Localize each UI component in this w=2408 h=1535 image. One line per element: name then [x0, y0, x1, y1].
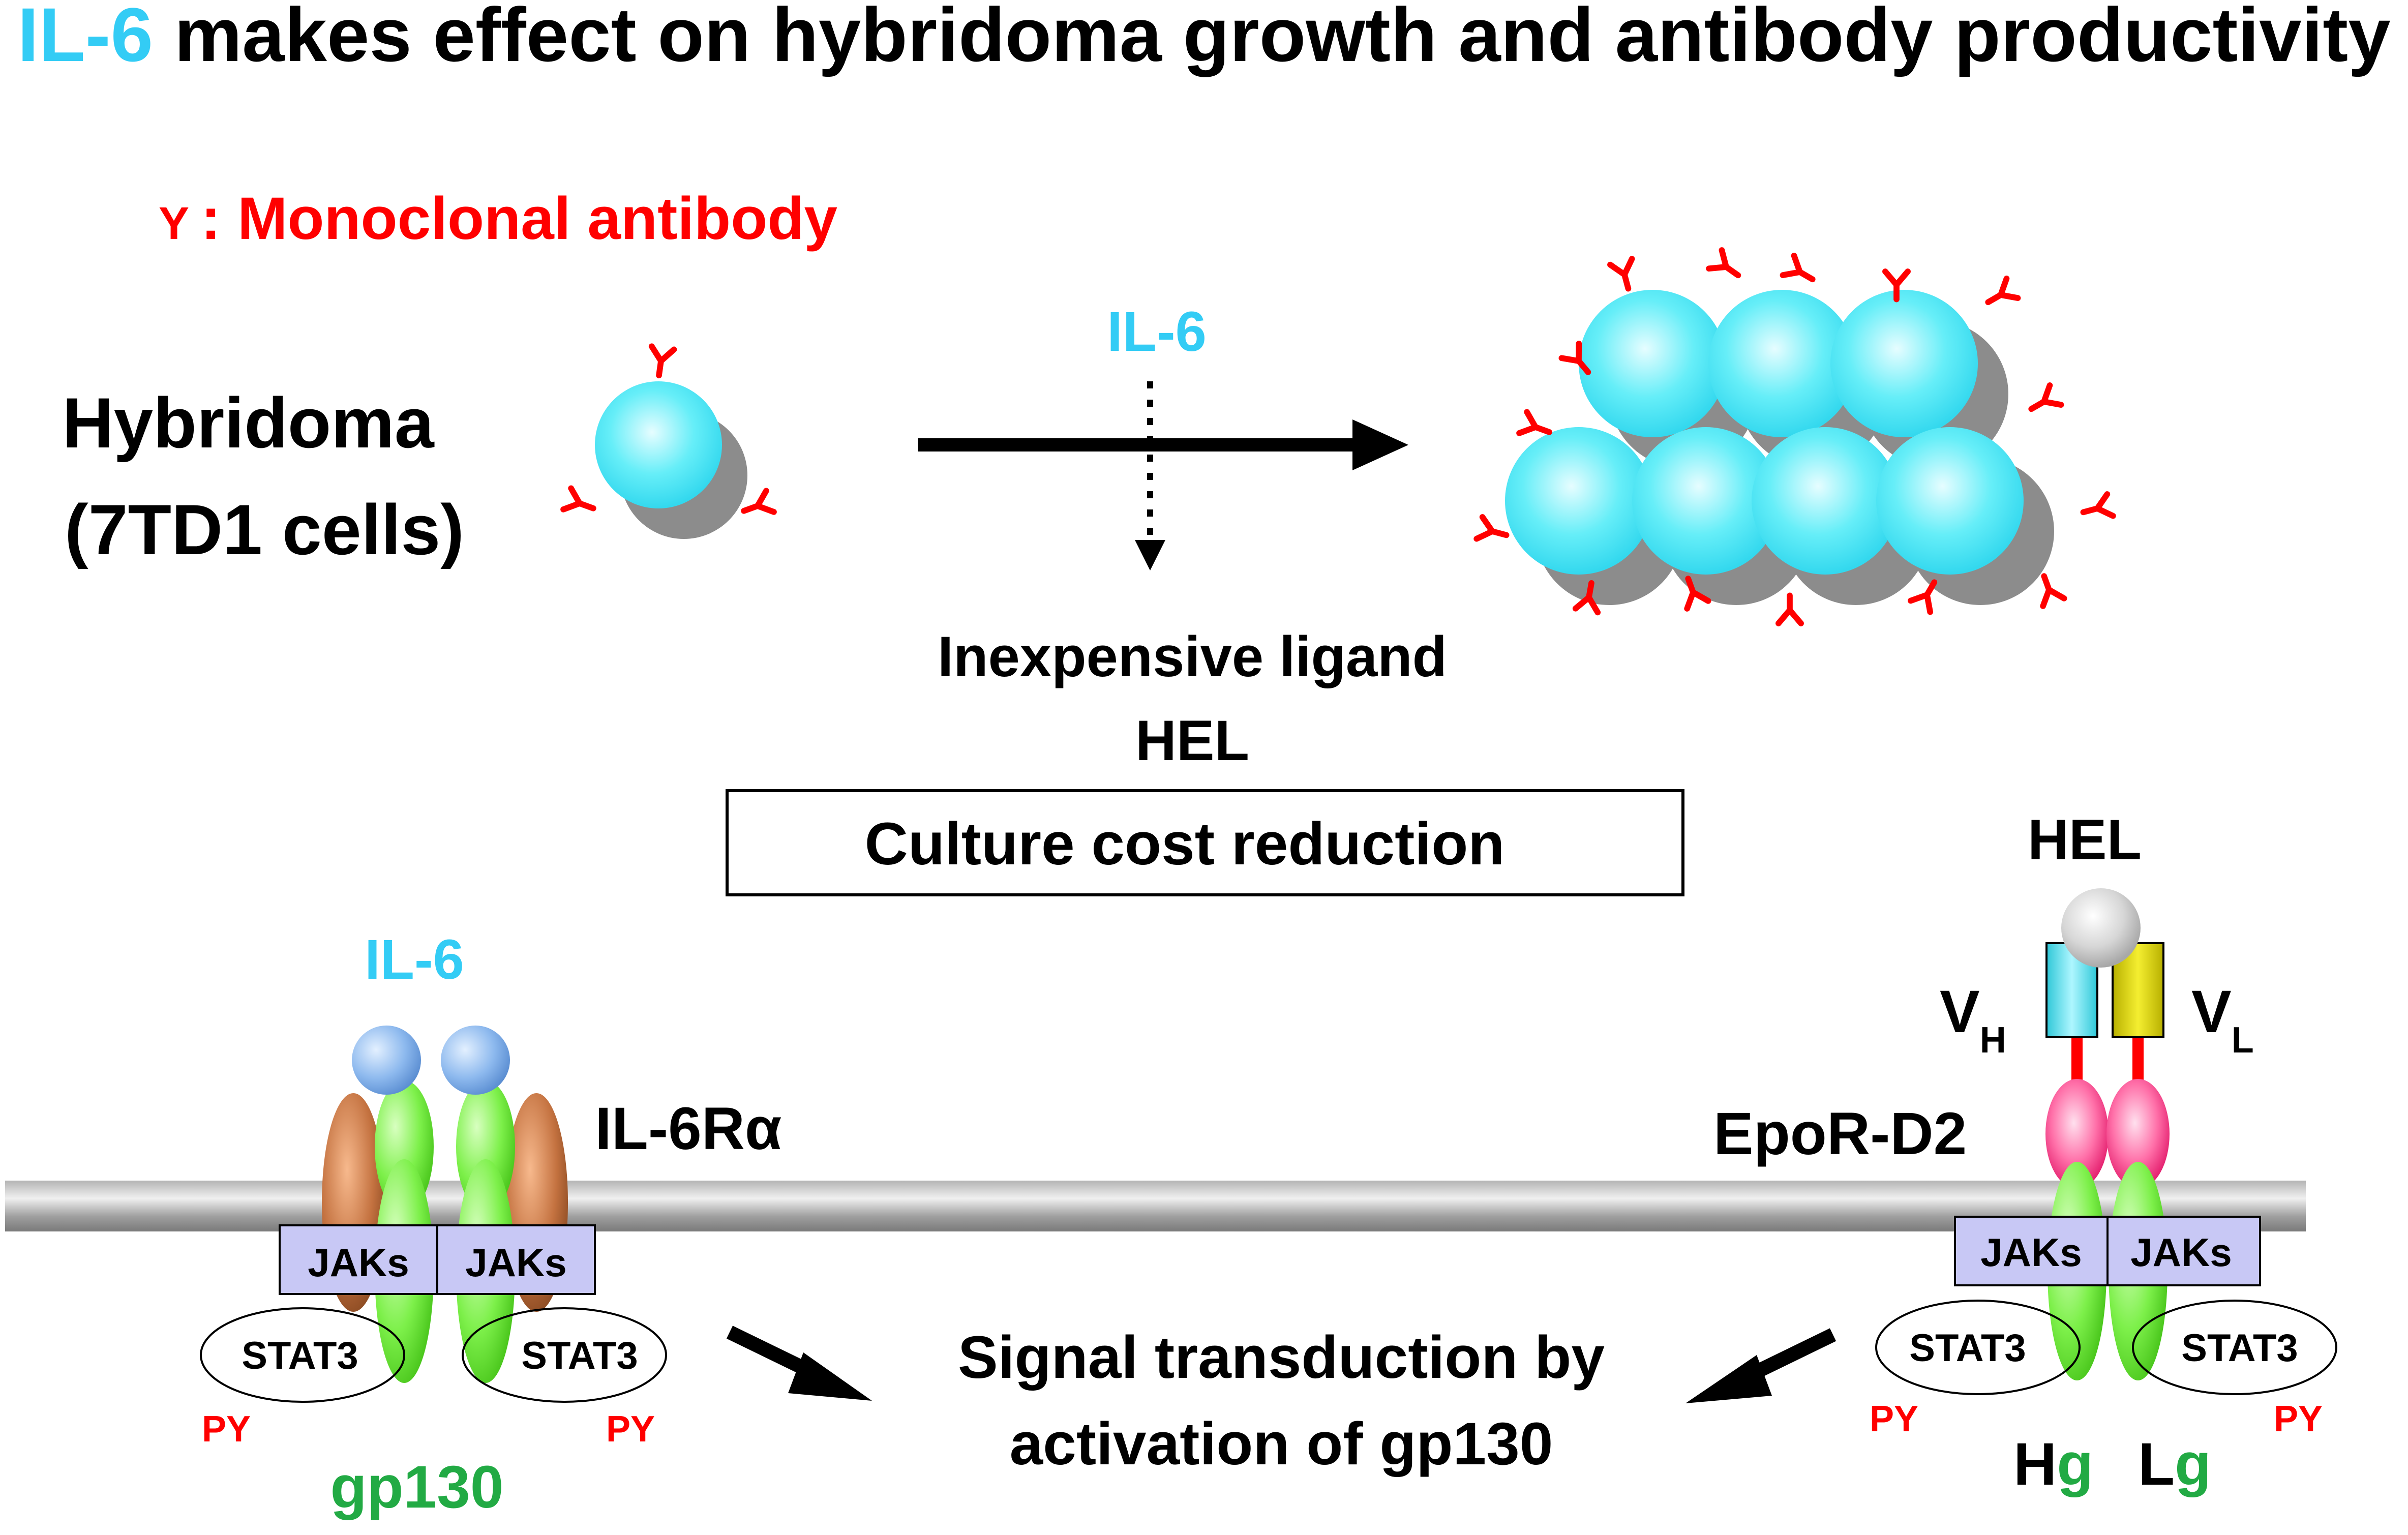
arrow-il6-label: IL-6 [1107, 300, 1207, 363]
il6-ligand-label: IL-6 [365, 928, 464, 991]
cell-cluster [1477, 250, 2113, 623]
il6-ligand-left [352, 1026, 421, 1095]
title-rest: makes effect on hybridoma growth and ant… [153, 0, 2391, 77]
jak-box-right [436, 1224, 596, 1295]
cost-box: Culture cost reduction [726, 789, 1684, 896]
jak-box-right [2106, 1216, 2261, 1286]
lg-label: Lg [2138, 1431, 2211, 1498]
hybridoma-label: Hybridoma [62, 383, 434, 463]
growth-arrow [918, 419, 1408, 470]
hybridoma-cell [563, 346, 774, 539]
legend-symbol: Y [159, 198, 189, 249]
title-il6: IL-6 [17, 0, 153, 77]
stat3-label-left: STAT3 [1909, 1327, 2026, 1370]
ligand-label: Inexpensive ligand [938, 625, 1447, 688]
hel-ligand [2061, 888, 2141, 968]
stat3-label-right: STAT3 [2181, 1327, 2298, 1370]
jak-label-right: JAKs [2130, 1230, 2232, 1275]
py-label-left: PY [1870, 1399, 1918, 1439]
cell-bottom-row [1505, 427, 2054, 605]
il6-ligand-right [441, 1026, 510, 1095]
hel-label: HEL [1135, 709, 1249, 772]
stat3-right [2132, 1300, 2337, 1395]
epor-d2-right [2106, 1079, 2170, 1189]
dotted-arrow [1135, 381, 1165, 570]
hg-label: Hg [2013, 1431, 2093, 1498]
cost-box-label: Culture cost reduction [865, 810, 1505, 878]
antibody-icon [740, 491, 774, 521]
legend: Y : Monoclonal antibody [159, 185, 837, 252]
signal-arrow-right [1685, 1328, 1837, 1403]
py-label-left: PY [202, 1409, 251, 1450]
cell-top-row [1579, 290, 2008, 468]
stat3-label-left: STAT3 [242, 1334, 358, 1377]
jak-label-right: JAKs [465, 1240, 566, 1285]
gp130-label: gp130 [330, 1454, 503, 1521]
legend-label: : Monoclonal antibody [201, 185, 837, 252]
stat3-left [1875, 1300, 2081, 1395]
epor-d2-left [2045, 1079, 2109, 1189]
jak-label-left: JAKs [1980, 1230, 2082, 1275]
il6-receptor-complex: JAKs JAKs STAT3 STAT3 PY PY IL-6 IL-6Rα … [200, 928, 782, 1521]
hybridoma-cells-label: (7TD1 cells) [65, 490, 464, 569]
signal-label-line1: Signal transduction by [958, 1324, 1605, 1391]
py-label-right: PY [2274, 1399, 2323, 1439]
stat3-right [462, 1307, 667, 1403]
py-label-right: PY [606, 1409, 655, 1450]
vh-label: VH [1940, 978, 2006, 1061]
antibody-icon [648, 346, 674, 377]
signal-label-line2: activation of gp130 [1010, 1410, 1553, 1478]
hel-receptor-label: HEL [2028, 808, 2142, 871]
vl-label: VL [2191, 978, 2254, 1061]
chimeric-receptor-complex: JAKs JAKs STAT3 STAT3 PY PY HEL VH VL Ep… [1713, 808, 2337, 1498]
il6ralpha-label: IL-6Rα [595, 1095, 782, 1162]
stat3-left [200, 1307, 405, 1403]
jak-label-left: JAKs [308, 1240, 409, 1285]
signal-arrow-left [726, 1326, 872, 1401]
antibody-icon [563, 488, 597, 519]
stat3-label-right: STAT3 [521, 1334, 638, 1377]
epor-d2-label: EpoR-D2 [1713, 1100, 1967, 1167]
page-title: IL-6 makes effect on hybridoma growth an… [17, 0, 2390, 77]
